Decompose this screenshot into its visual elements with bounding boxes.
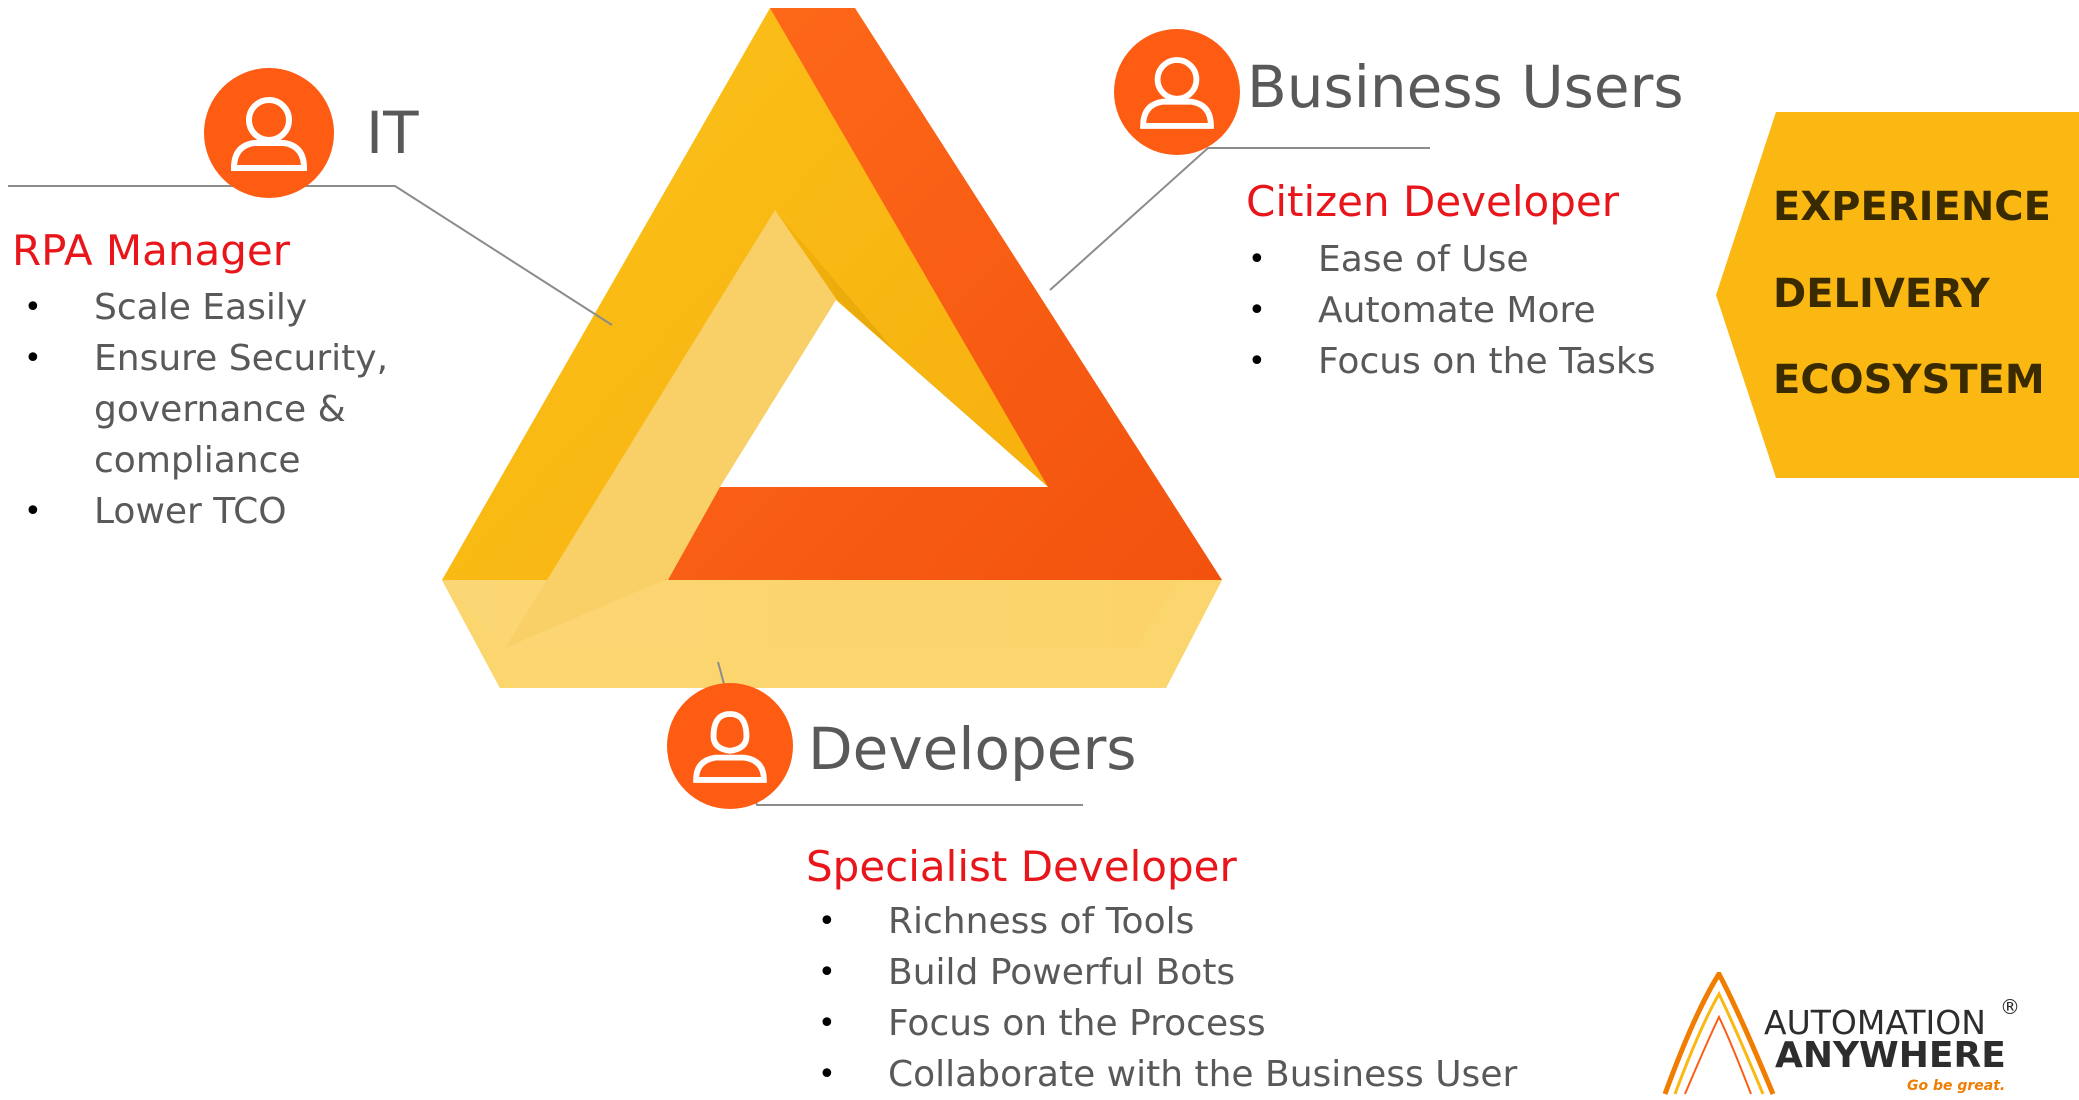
business-person-icon (1114, 29, 1240, 155)
list-item: •Ensure Security, (24, 338, 389, 379)
it-person-icon (204, 68, 334, 198)
it-bullet-list: •Scale Easily •Ensure Security, governan… (24, 282, 388, 537)
developers-bullet-list: •Richness of Tools •Build Powerful Bots … (818, 896, 1517, 1100)
list-item: compliance (94, 440, 301, 481)
developers-subtitle: Specialist Developer (806, 842, 1237, 891)
logo-line2: ANYWHERE (1775, 1035, 2006, 1076)
list-item: •Automate More (1248, 290, 1596, 331)
list-item: •Collaborate with the Business User (818, 1054, 1518, 1095)
banner-item-experience: EXPERIENCE (1773, 184, 2051, 230)
logo-line1: AUTOMATION (1764, 1003, 1986, 1042)
business-bullet-list: •Ease of Use •Automate More •Focus on th… (1248, 234, 1656, 387)
it-connector (8, 185, 613, 326)
developers-title: Developers (808, 715, 1137, 783)
automation-anywhere-logo-mark (1662, 972, 1776, 1095)
list-item: •Focus on the Process (818, 1003, 1266, 1044)
list-item: •Scale Easily (24, 287, 308, 328)
it-subtitle: RPA Manager (12, 226, 291, 275)
banner-item-delivery: DELIVERY (1773, 271, 1990, 317)
triangle-right-arm (668, 8, 1222, 580)
list-item: •Lower TCO (24, 491, 287, 532)
it-title: IT (366, 99, 419, 167)
logo-tagline: Go be great. (1907, 1078, 2006, 1094)
pillars-banner (1716, 112, 2079, 478)
business-title: Business Users (1247, 53, 1684, 121)
list-item: •Ease of Use (1248, 239, 1529, 280)
list-item: •Build Powerful Bots (818, 952, 1236, 993)
banner-item-ecosystem: ECOSYSTEM (1773, 357, 2045, 403)
list-item: governance & (94, 389, 346, 430)
business-subtitle: Citizen Developer (1246, 177, 1619, 226)
list-item: •Richness of Tools (818, 901, 1195, 942)
developers-person-icon (667, 683, 793, 809)
logo-registered-mark: ® (2000, 995, 2020, 1019)
list-item: •Focus on the Tasks (1248, 341, 1656, 382)
business-connector (1049, 147, 1430, 291)
